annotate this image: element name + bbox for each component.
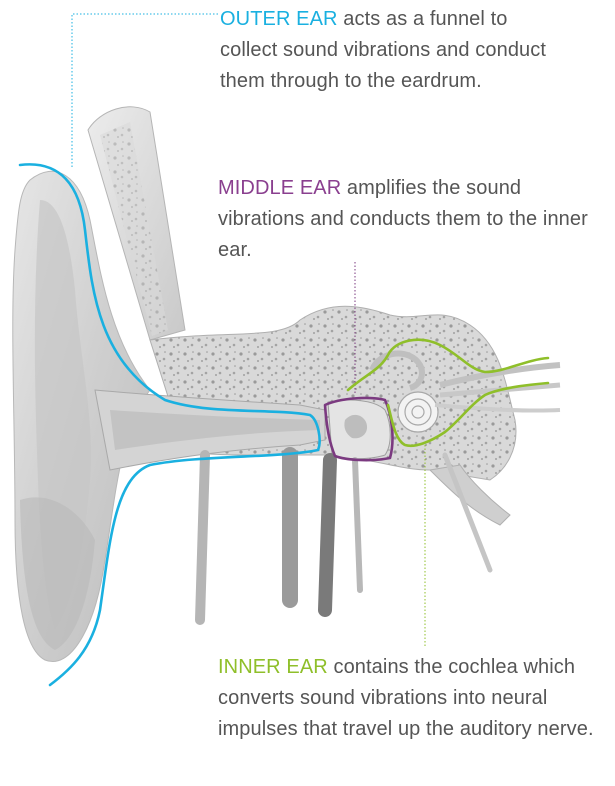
middle-ear-cavity xyxy=(328,400,390,459)
outer-ear-label: OUTER EAR xyxy=(220,8,338,30)
middle-ear-label: MIDDLE EAR xyxy=(218,177,341,199)
middle-ear-caption: MIDDLE EAR amplifies the sound vibration… xyxy=(218,173,613,266)
inner-ear-label: INNER EAR xyxy=(218,656,328,678)
outer-ear-caption: OUTER EAR acts as a funnel to collect so… xyxy=(220,4,560,97)
inner-ear-caption: INNER EAR contains the cochlea which con… xyxy=(218,652,613,745)
